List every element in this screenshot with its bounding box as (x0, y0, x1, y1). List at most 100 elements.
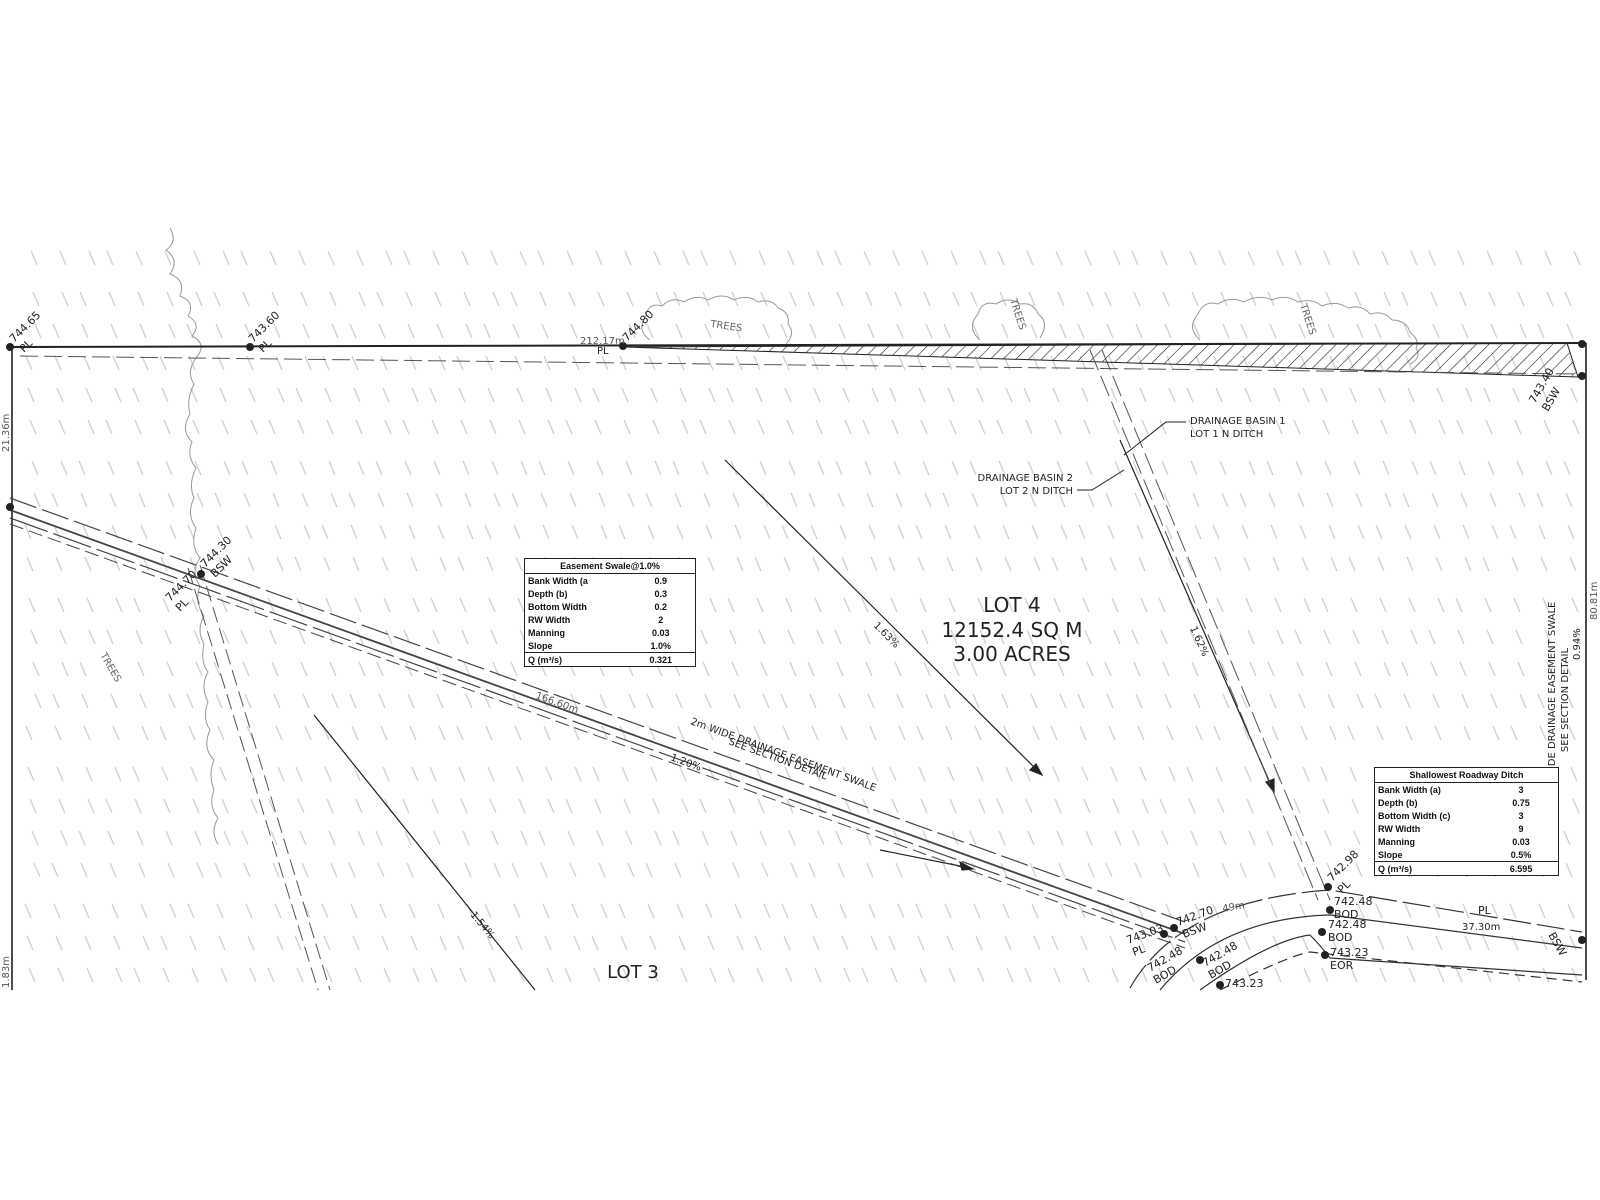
elevation-spot (31, 830, 39, 846)
elevation-spot (513, 903, 521, 919)
elevation-spot (998, 830, 1006, 846)
code-pl-t2: PL (597, 346, 609, 357)
elevation-spot (1158, 597, 1166, 613)
elevation-spot (51, 492, 59, 508)
elevation-spot (432, 250, 440, 266)
elevation-spot (330, 492, 338, 508)
elevation-spot (1490, 693, 1498, 709)
elevation-spot (1051, 556, 1059, 572)
elevation-spot (1193, 693, 1201, 709)
elevation-spot (1055, 629, 1063, 645)
elevation-spot (894, 661, 902, 677)
elevation-spot (703, 862, 711, 878)
elevation-spot (461, 250, 469, 266)
elevation-spot (888, 935, 896, 951)
elevation-spot (1132, 830, 1140, 846)
elevation-spot (546, 967, 554, 983)
elevation-spot (600, 524, 608, 540)
elevation-spot (782, 725, 790, 741)
elevation-spot (1112, 419, 1120, 435)
elevation-spot (974, 725, 982, 741)
elevation-spot (753, 355, 761, 371)
elevation-spot (24, 524, 32, 540)
elevation-spot (1350, 597, 1358, 613)
elevation-spot (813, 766, 821, 782)
elevation-spot (544, 935, 552, 951)
elevation-spot (1402, 492, 1410, 508)
elevation-spot (1215, 387, 1223, 403)
lot-4-name: LOT 4 (983, 593, 1040, 617)
elevation-spot (704, 323, 712, 339)
elevation-spot (1428, 629, 1436, 645)
elevation-spot (26, 935, 34, 951)
elevation-spot (973, 524, 981, 540)
elevation-spot (541, 693, 549, 709)
elevation-spot (1219, 830, 1227, 846)
elevation-spot (1456, 419, 1464, 435)
elevation-spot (1158, 967, 1166, 983)
elevation-spot (1566, 323, 1574, 339)
elevation-spot (1132, 460, 1140, 476)
elevation-spot (57, 967, 65, 983)
elevation-spot (1516, 460, 1524, 476)
elevation-spot (1134, 492, 1142, 508)
basin-2-line1: DRAINAGE BASIN 2 (978, 473, 1073, 484)
elevation-spot (1163, 862, 1171, 878)
elevation-spot (328, 830, 336, 846)
elevation-spot (1462, 524, 1470, 540)
elevation-spot (975, 935, 983, 951)
elevation-spot (1430, 661, 1438, 677)
slope-right: 0.94% (1572, 628, 1583, 660)
elevation-spot (246, 725, 254, 741)
table-key-q: Q (m³/s) (1378, 863, 1413, 874)
elevation-spot (1406, 556, 1414, 572)
elevation-spot (1303, 597, 1311, 613)
elevation-spot (1273, 387, 1281, 403)
elevation-spot (1239, 862, 1247, 878)
code-pl-road: PL (1478, 904, 1492, 917)
elevation-spot (88, 250, 96, 266)
elevation-spot (790, 862, 798, 878)
elevation-spot (811, 355, 819, 371)
elevation-spot (1163, 492, 1171, 508)
elevation-spot (807, 661, 815, 677)
elevation-spot (1082, 597, 1090, 613)
elevation-spot (81, 323, 89, 339)
elevation-spot (301, 492, 309, 508)
elevation-spot (51, 862, 59, 878)
elevation-spot (1054, 798, 1062, 814)
elevation-spot (1328, 524, 1336, 540)
elevation-spot (1437, 597, 1445, 613)
elevation-spot (1464, 935, 1472, 951)
elevation-spot (431, 419, 439, 435)
elevation-spot (707, 935, 715, 951)
elevation-spot (375, 830, 383, 846)
elevation-spot (898, 725, 906, 741)
elevation-spot (136, 830, 144, 846)
elevation-spot (352, 935, 360, 951)
elevation-spot (674, 492, 682, 508)
elevation-spot (754, 556, 762, 572)
elevation-spot (272, 492, 280, 508)
code-bod-e3: BOD (1328, 931, 1352, 944)
elevation-spot (892, 250, 900, 266)
elevation-spot (1406, 935, 1414, 951)
elevation-spot (1002, 524, 1010, 540)
elevation-spot (268, 798, 276, 814)
elevation-spot (1438, 419, 1446, 435)
elevation-spot (1006, 967, 1014, 983)
elevation-spot (1569, 556, 1577, 572)
elevation-spot (682, 250, 690, 266)
elevation-spot (79, 661, 87, 677)
elevation-spot (867, 693, 875, 709)
table-value: 2 (658, 614, 664, 625)
elevation-spot (402, 419, 410, 435)
elevation-spot (653, 250, 661, 266)
elevation-spot (834, 629, 842, 645)
elevation-spot (1002, 903, 1010, 919)
elevation-spot (193, 250, 201, 266)
elevation-spot (1519, 693, 1527, 709)
elevation-spot (1104, 661, 1112, 677)
elevation-spot (1519, 323, 1527, 339)
